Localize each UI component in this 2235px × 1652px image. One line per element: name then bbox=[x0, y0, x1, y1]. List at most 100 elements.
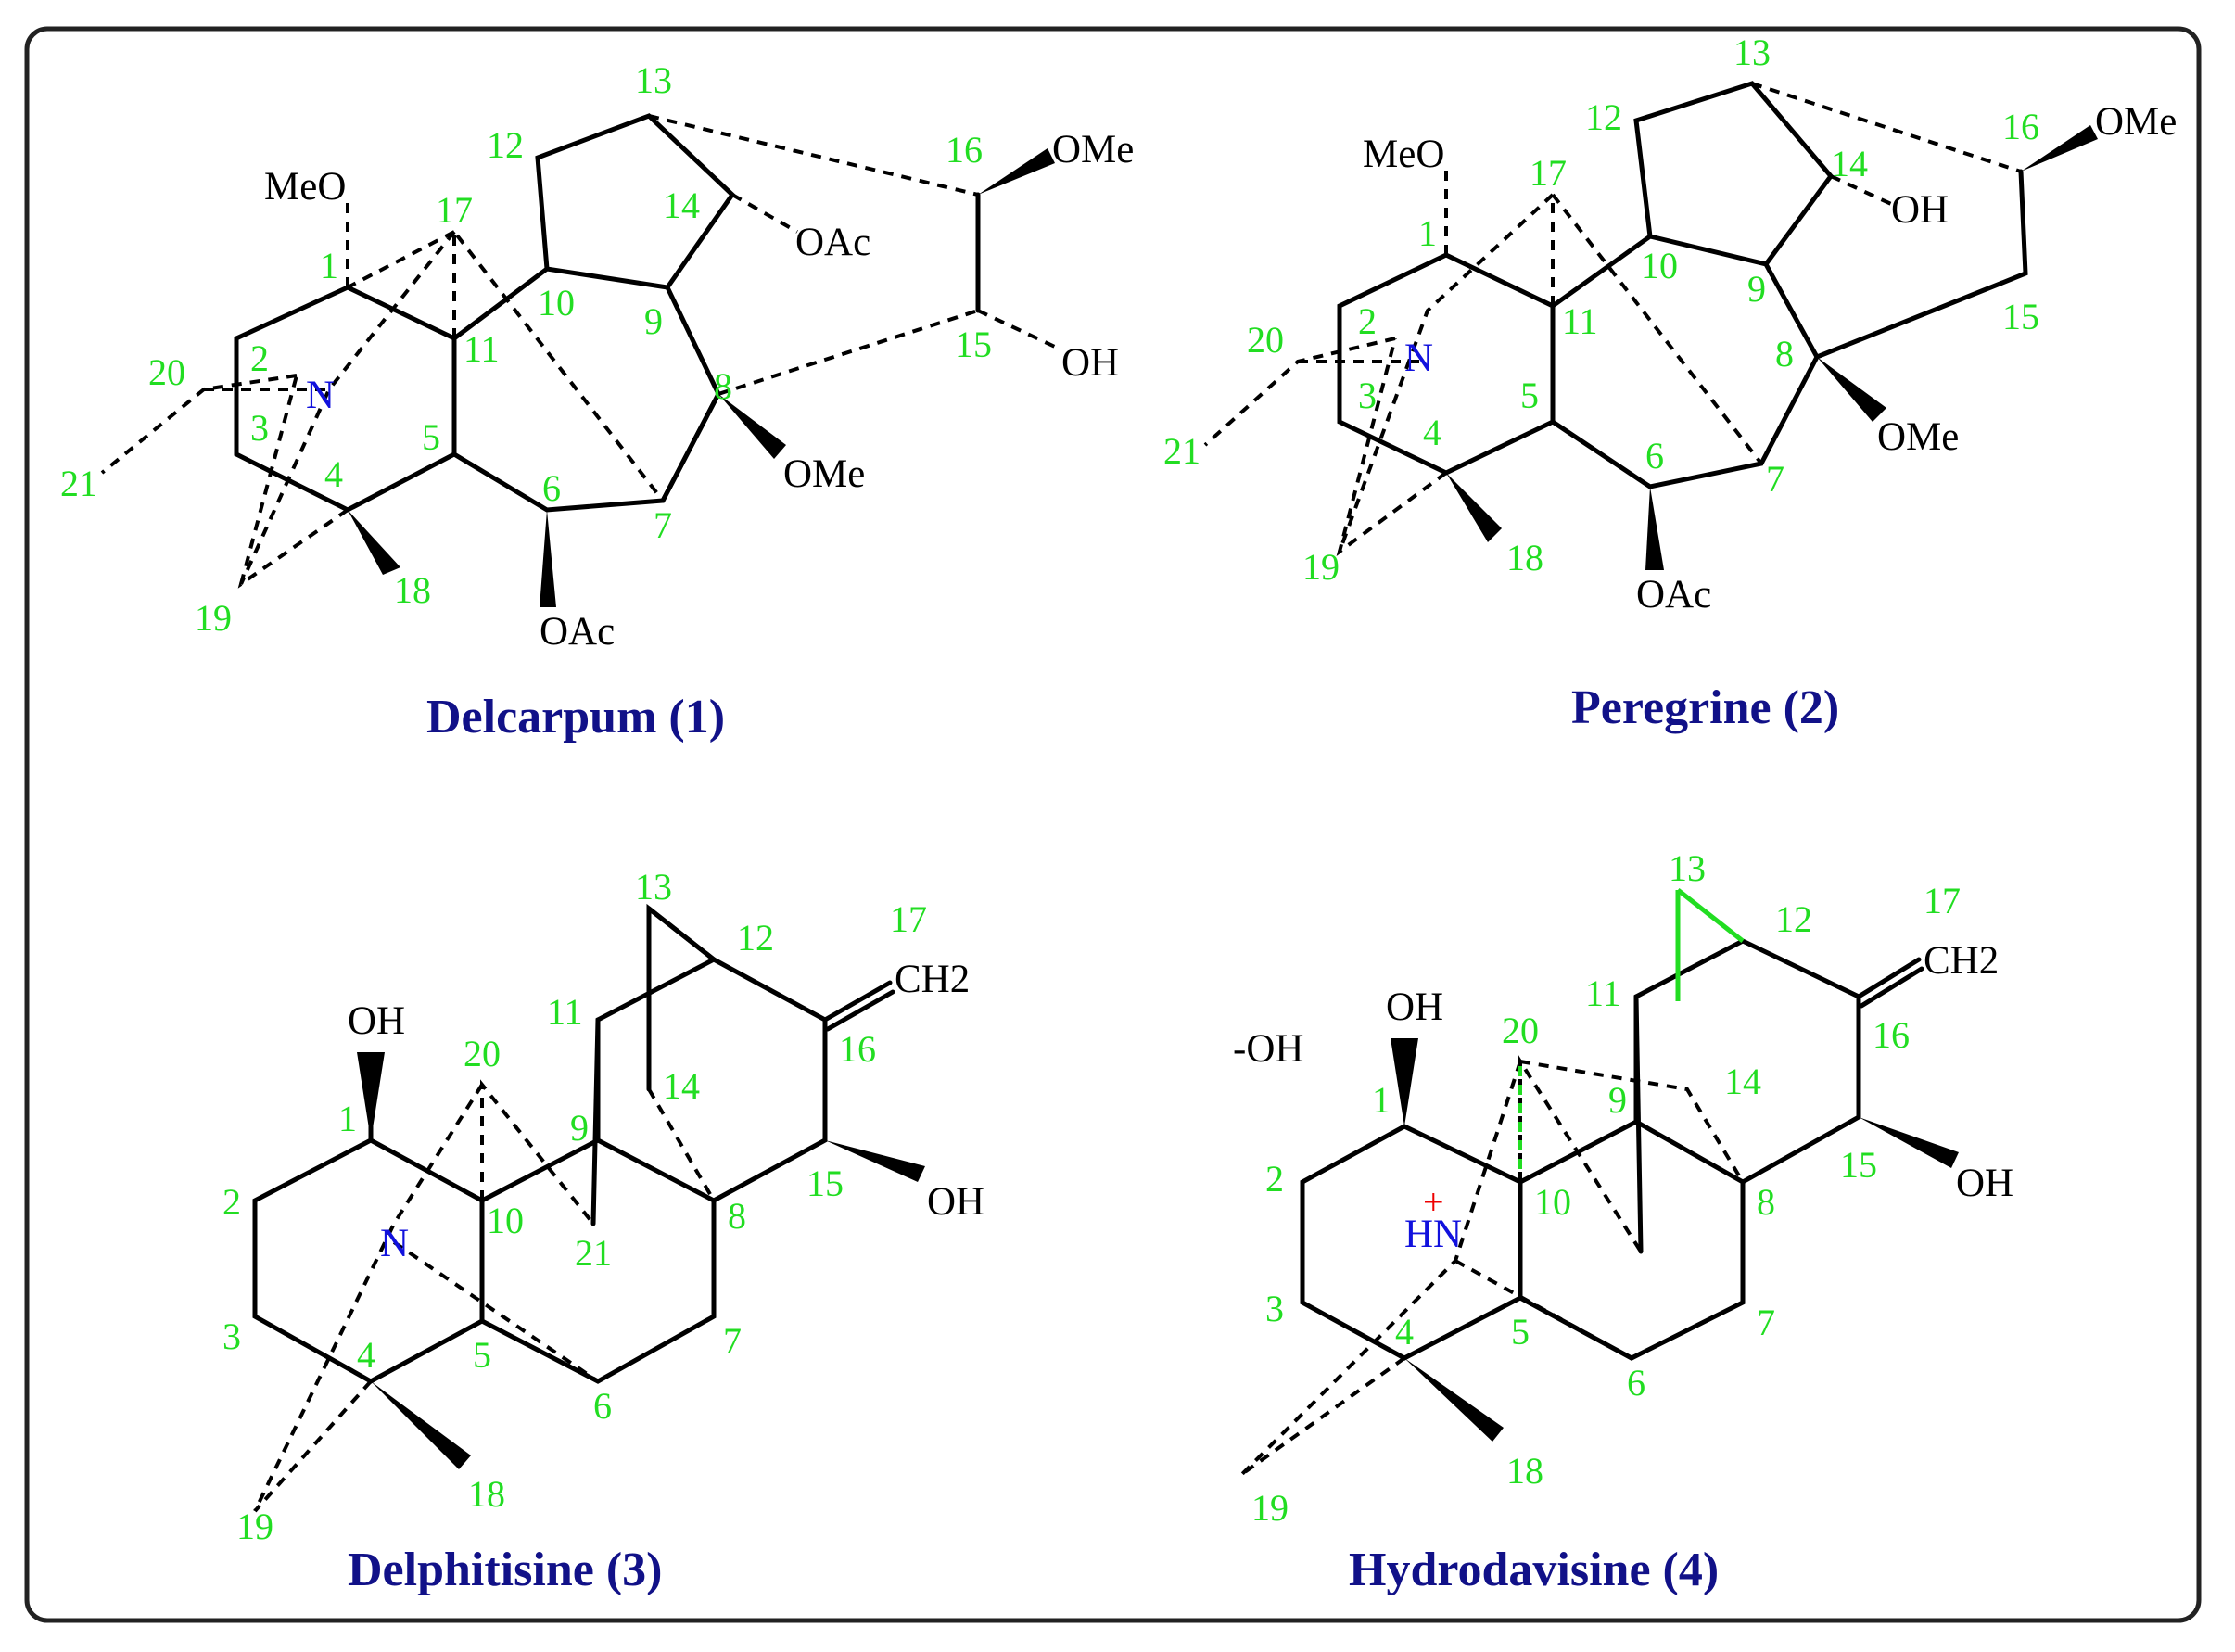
atom-locant: 16 bbox=[946, 129, 983, 171]
atom-locant: 2 bbox=[250, 337, 269, 379]
atom-locant: 8 bbox=[1757, 1181, 1775, 1223]
atom-locant: 18 bbox=[1506, 537, 1543, 578]
atom-locant: 9 bbox=[644, 300, 663, 342]
atom-locant: 17 bbox=[436, 189, 473, 231]
bonds bbox=[100, 113, 1058, 607]
atom-locant: 15 bbox=[955, 324, 992, 365]
atom-locant: 19 bbox=[236, 1506, 273, 1547]
structure-delcarpum: MeO N OAc OMe OH OMe OAc 12 34 56 78 910… bbox=[60, 59, 1134, 743]
atom-locant: 5 bbox=[422, 416, 440, 458]
ome-label: OMe bbox=[1052, 128, 1134, 172]
atom-locant: 12 bbox=[487, 124, 524, 166]
atom-locant: 14 bbox=[663, 184, 700, 226]
atom-locant: 3 bbox=[1358, 375, 1377, 416]
atom-locant: 16 bbox=[2002, 106, 2039, 147]
atom-locant: 20 bbox=[1502, 1010, 1539, 1051]
atom-locant: 18 bbox=[468, 1473, 505, 1515]
ch2-label: CH2 bbox=[1924, 939, 1999, 983]
atom-locant: 6 bbox=[593, 1385, 612, 1427]
oac-label: OAc bbox=[540, 610, 615, 654]
oac-label: OAc bbox=[1636, 573, 1711, 616]
atom-locant: 9 bbox=[570, 1107, 589, 1149]
atom-locant: 4 bbox=[1423, 412, 1441, 453]
atom-locant: 19 bbox=[1251, 1487, 1289, 1529]
atom-locant: 13 bbox=[1669, 847, 1706, 889]
bonds bbox=[252, 903, 925, 1513]
oh-label: OH bbox=[1061, 341, 1119, 385]
atom-locant: 19 bbox=[195, 597, 232, 639]
atom-locant: 6 bbox=[1645, 435, 1664, 477]
atom-locant: 7 bbox=[723, 1320, 742, 1362]
atom-locant: 3 bbox=[1265, 1288, 1284, 1329]
atom-locant: 13 bbox=[1733, 32, 1771, 73]
atom-locant: 1 bbox=[1372, 1079, 1391, 1121]
atom-locant: 6 bbox=[542, 467, 561, 509]
atom-locant: 11 bbox=[1585, 972, 1621, 1014]
atom-locant: 9 bbox=[1747, 268, 1766, 310]
hydroxide-label: -OH bbox=[1233, 1027, 1303, 1071]
methoxy-label: MeO bbox=[1363, 133, 1444, 176]
bonds bbox=[1203, 81, 2098, 570]
atom-locant: 9 bbox=[1608, 1079, 1627, 1121]
atom-locant: 16 bbox=[1873, 1014, 1910, 1056]
nitrogen-label: N bbox=[306, 374, 335, 417]
oh-label: OH bbox=[1891, 188, 1949, 232]
atom-locant: 10 bbox=[538, 282, 575, 324]
atom-locant: 5 bbox=[1520, 375, 1539, 416]
atom-locant: 10 bbox=[487, 1200, 524, 1241]
atom-locant: 16 bbox=[839, 1028, 876, 1070]
atom-locant: 13 bbox=[635, 866, 672, 908]
atom-locant: 20 bbox=[148, 351, 185, 393]
structure-peregrine: MeO N OMe OH OMe OAc 12 34 56 78 910 111… bbox=[1163, 32, 2177, 734]
atom-locant: 17 bbox=[1924, 880, 1961, 921]
atom-locant: 2 bbox=[222, 1181, 241, 1223]
atom-locant: 8 bbox=[714, 365, 732, 407]
ammonium-label: HN bbox=[1404, 1213, 1462, 1256]
atom-locant: 11 bbox=[547, 991, 583, 1033]
atom-locant: 15 bbox=[1840, 1144, 1877, 1186]
figure-border bbox=[24, 26, 2202, 1623]
atom-locant: 14 bbox=[663, 1065, 700, 1107]
atom-locant: 2 bbox=[1265, 1158, 1284, 1200]
atom-locant: 10 bbox=[1534, 1181, 1571, 1223]
compound-title: Delphitisine (3) bbox=[348, 1544, 662, 1596]
atom-locant: 2 bbox=[1358, 300, 1377, 342]
oh-label: OH bbox=[1386, 985, 1443, 1029]
atom-locant: 15 bbox=[2002, 296, 2039, 337]
atom-locant: 19 bbox=[1302, 546, 1340, 588]
methoxy-label: MeO bbox=[264, 165, 346, 209]
oh-label: OH bbox=[348, 999, 405, 1043]
atom-locant: 14 bbox=[1724, 1061, 1761, 1102]
atom-locant: 6 bbox=[1627, 1362, 1645, 1404]
ome-label: OMe bbox=[783, 452, 865, 496]
atom-locant: 3 bbox=[250, 407, 269, 449]
atom-locant: 12 bbox=[1585, 96, 1622, 138]
atom-locant: 14 bbox=[1831, 143, 1868, 184]
atom-locant: 5 bbox=[1511, 1311, 1530, 1353]
atom-locant: 10 bbox=[1641, 245, 1678, 286]
atom-locant: 5 bbox=[473, 1334, 491, 1376]
oh-label: OH bbox=[927, 1180, 984, 1224]
atom-locant: 12 bbox=[737, 917, 774, 959]
atom-locant: 1 bbox=[320, 245, 338, 286]
atom-locant: 17 bbox=[1530, 152, 1567, 194]
atom-locant: 17 bbox=[890, 898, 927, 940]
atom-locant: 21 bbox=[1163, 430, 1200, 472]
atom-locant: 4 bbox=[324, 453, 343, 495]
atom-locant: 4 bbox=[357, 1334, 375, 1376]
atom-locant: 21 bbox=[575, 1232, 612, 1274]
atom-labels: MeO N OAc OMe OH OMe OAc bbox=[264, 128, 1134, 654]
compound-title: Delcarpum (1) bbox=[426, 691, 725, 743]
positive-charge: + bbox=[1423, 1181, 1444, 1223]
atom-locant: 20 bbox=[1247, 319, 1284, 361]
atom-locant: 8 bbox=[728, 1195, 746, 1237]
oh-label: OH bbox=[1956, 1162, 2013, 1205]
atom-locant: 20 bbox=[464, 1033, 501, 1074]
compound-title: Hydrodavisine (4) bbox=[1349, 1544, 1719, 1596]
atom-locant: 18 bbox=[1506, 1450, 1543, 1492]
atom-locant: 3 bbox=[222, 1315, 241, 1357]
